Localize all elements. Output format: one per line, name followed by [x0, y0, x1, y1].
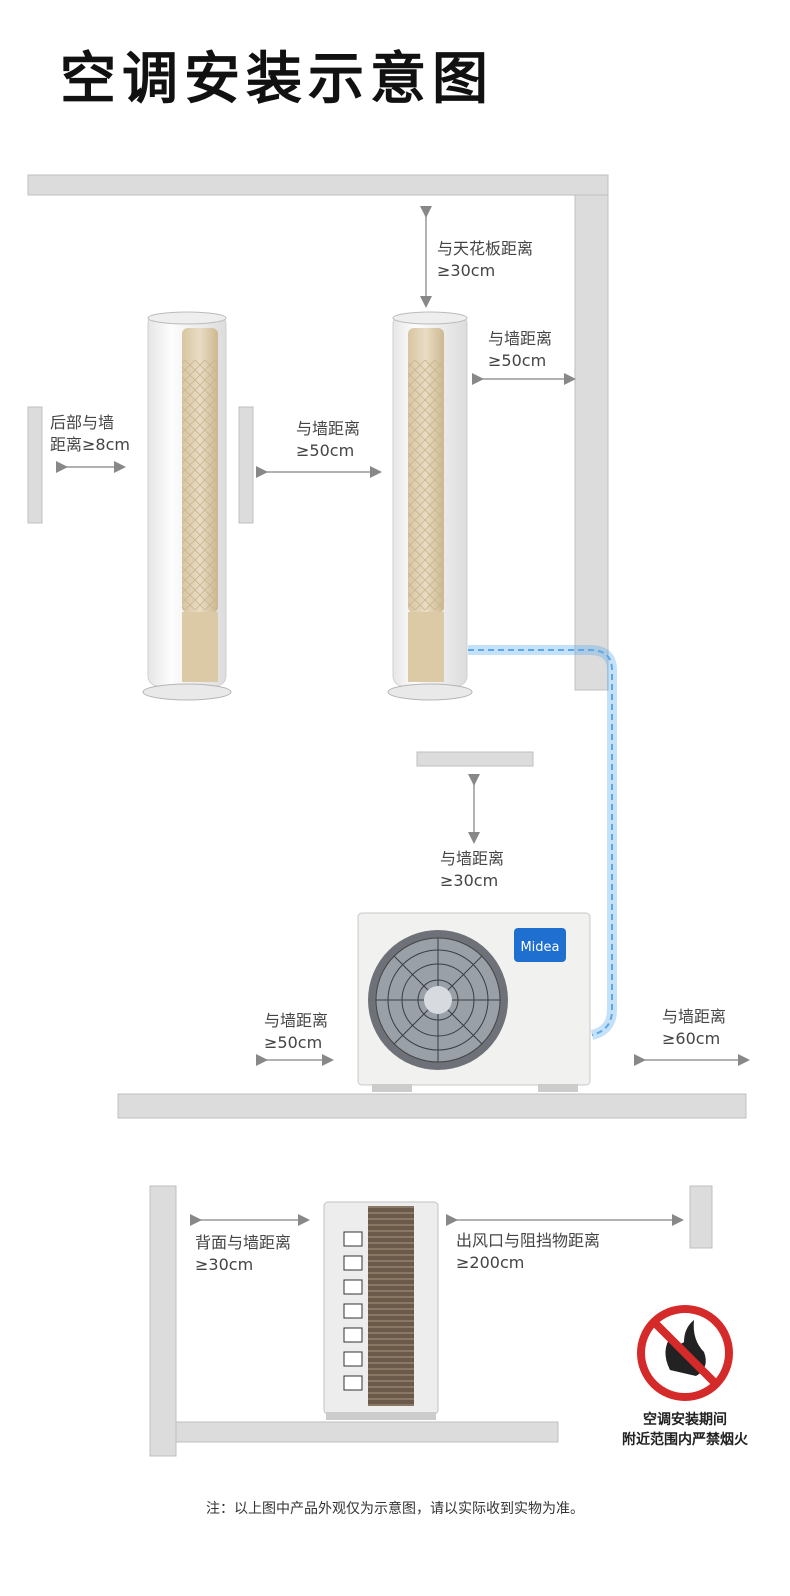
footnote: 注：以上图中产品外观仅为示意图，请以实际收到实物为准。 — [206, 1501, 584, 1517]
back-wall-distance-label: 背面与墙距离≥30cm — [195, 1233, 292, 1274]
side-wall-distance-label: 与墙距离≥50cm — [488, 329, 553, 370]
rear-wall-distance-label: 后部与墙距离≥8cm — [50, 413, 130, 454]
rear-wall-right — [238, 406, 254, 524]
outdoor-top-distance-label: 与墙距离≥30cm — [440, 849, 505, 890]
ceiling-distance-label: 与天花板距离≥30cm — [437, 239, 534, 280]
outdoor-right-distance-label: 与墙距离≥60cm — [662, 1007, 727, 1048]
no-fire-icon — [637, 1305, 733, 1401]
brand-logo: Midea — [520, 940, 559, 955]
outlet-distance-label: 出风口与阻挡物距离≥200cm — [456, 1231, 601, 1272]
indoor-unit-left — [142, 311, 232, 701]
outdoor-upper-wall — [416, 751, 534, 767]
outdoor-left-distance-label: 与墙距离≥50cm — [264, 1011, 329, 1052]
back-wall — [149, 1185, 177, 1457]
outdoor-ground — [117, 1093, 747, 1119]
page-title: 空调安装示意图 — [60, 47, 494, 112]
indoor-unit-right — [387, 311, 473, 701]
obstacle-wall — [689, 1185, 713, 1249]
ceiling-wall — [27, 174, 609, 196]
no-fire-warning-text: 空调安装期间附近范围内严禁烟火 — [622, 1412, 748, 1448]
outdoor-unit-side — [323, 1201, 439, 1420]
unit-spacing-label: 与墙距离≥50cm — [296, 419, 361, 460]
right-wall — [574, 194, 609, 691]
refrigerant-pipe — [468, 645, 617, 1040]
rear-wall-left — [27, 406, 43, 524]
outdoor-unit-front: Midea — [357, 912, 591, 1092]
bottom-ground — [175, 1421, 559, 1443]
